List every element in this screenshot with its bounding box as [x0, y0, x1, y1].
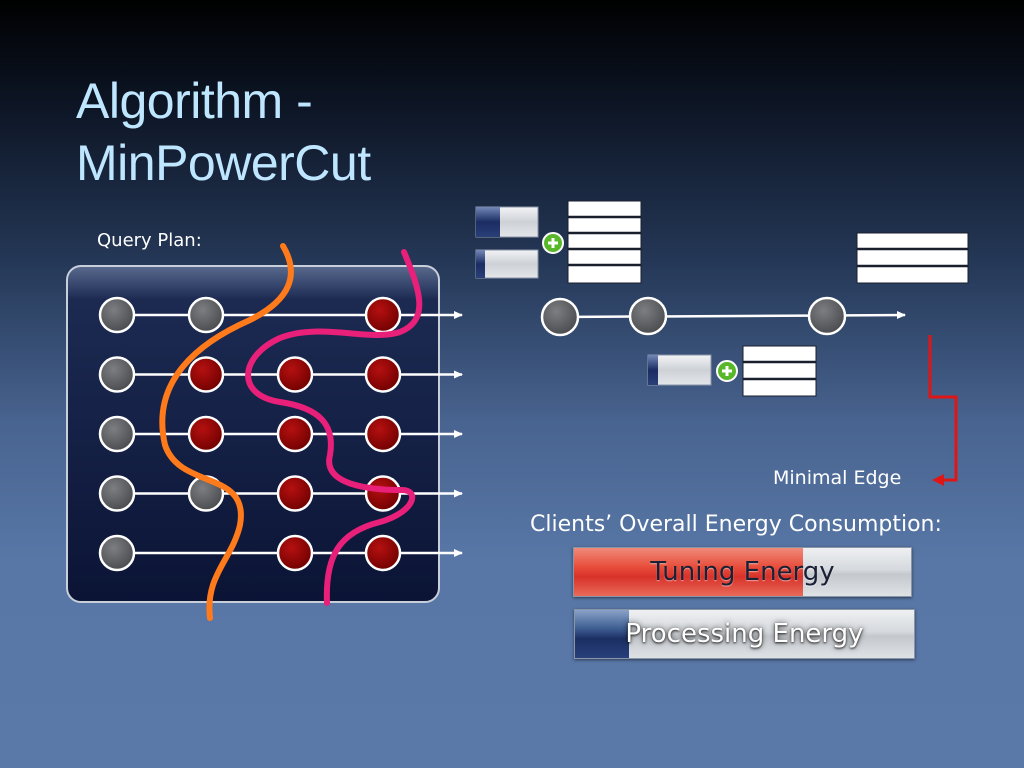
- plan-node-red: [276, 415, 314, 453]
- plan-node-red: [364, 415, 402, 453]
- plan-node-gray: [98, 415, 136, 453]
- battery-icon: [475, 249, 539, 279]
- slide-title-line1: Algorithm -: [76, 73, 313, 129]
- chain-node: [628, 296, 668, 336]
- plan-node-red: [364, 296, 402, 334]
- pink-cut-line: [245, 249, 423, 606]
- plan-node-red: [364, 356, 402, 393]
- slide-title-line2: MinPowerCut: [76, 135, 371, 191]
- energy-consumption-caption: Clients’ Overall Energy Consumption:: [530, 512, 942, 537]
- processing-energy-label: Processing Energy: [625, 619, 864, 649]
- query-plan-label: Query Plan:: [97, 230, 202, 251]
- processing-energy-bar: Processing Energy: [574, 609, 915, 659]
- plan-node-red: [276, 475, 314, 512]
- minimal-edge-label: Minimal Edge: [773, 467, 902, 489]
- plan-node-red: [187, 356, 225, 393]
- plan-node-gray: [98, 356, 136, 393]
- battery-icon: [475, 206, 539, 238]
- plus-icon: [542, 232, 564, 254]
- plan-node-gray: [98, 534, 136, 572]
- plan-node-red: [364, 475, 402, 512]
- battery-icon: [647, 354, 712, 386]
- plan-node-gray: [187, 296, 225, 334]
- plan-node-gray: [98, 296, 136, 334]
- query-plan-grid: [98, 296, 463, 572]
- data-stack-icon: [856, 232, 969, 284]
- chain-node: [807, 296, 847, 336]
- minimal-edge-arrow: [928, 335, 958, 486]
- processing-energy-fill: [575, 610, 630, 658]
- tuning-energy-fill: [574, 548, 804, 596]
- plan-node-red: [276, 534, 314, 572]
- plan-node-red: [187, 415, 225, 453]
- plus-icon: [716, 360, 738, 382]
- chain-node: [540, 297, 580, 337]
- plan-node-red: [364, 534, 402, 572]
- data-stack-icon: [742, 345, 817, 397]
- data-stack-icon: [567, 200, 642, 284]
- orange-cut-line: [159, 243, 294, 621]
- tuning-energy-bar: Tuning Energy: [573, 547, 912, 597]
- tuning-energy-label: Tuning Energy: [650, 557, 835, 587]
- plan-node-red: [276, 356, 314, 393]
- slide-title: Algorithm - MinPowerCut: [76, 70, 636, 194]
- server-plan-chain: [540, 296, 906, 337]
- plan-node-gray: [98, 475, 136, 512]
